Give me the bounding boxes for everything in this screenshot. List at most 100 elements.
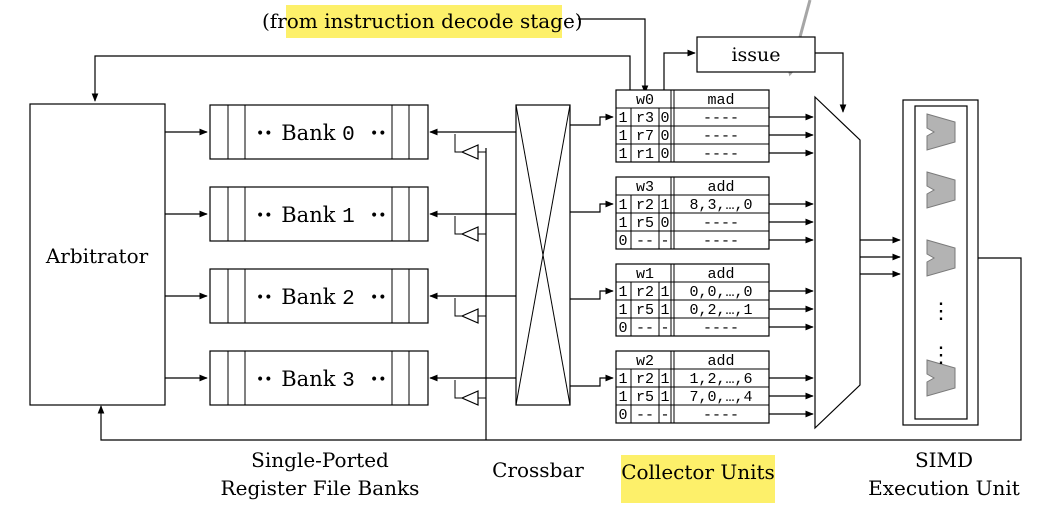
collector-caption-highlight xyxy=(621,455,775,503)
operand-register: -- xyxy=(636,233,654,250)
collector-opcode: add xyxy=(707,266,734,283)
operand-data: 0,2,…,1 xyxy=(689,302,752,319)
arbitrator-label: Arbitrator xyxy=(45,244,149,268)
simd-lane-alu xyxy=(926,239,956,277)
operand-register: -- xyxy=(636,407,654,424)
operand-register: r2 xyxy=(636,197,654,214)
operand-ready-bit: 1 xyxy=(660,302,669,319)
operand-ready-bit: 0 xyxy=(660,128,669,145)
operand-register: r5 xyxy=(636,389,654,406)
bank-dots-left: •• xyxy=(256,290,273,306)
operand-ready-bit: 0 xyxy=(660,110,669,127)
simd-caption-line1: SIMD xyxy=(915,448,973,472)
register-banks: ••••Bank 0••••Bank 1••••Bank 2••••Bank 3 xyxy=(165,104,516,406)
operand-register: r5 xyxy=(636,302,654,319)
operand-valid-bit: 0 xyxy=(618,407,627,424)
write-buffer-triangle xyxy=(460,226,479,242)
bank-label: Bank 2 xyxy=(281,285,355,311)
operand-data: ---- xyxy=(703,320,739,337)
operand-mux xyxy=(814,95,861,430)
bank-label-prefix: Bank xyxy=(281,367,335,391)
operand-data: 8,3,…,0 xyxy=(689,197,752,214)
crossbar-to-collector-arrow xyxy=(570,287,614,300)
bank-label-space xyxy=(335,121,342,145)
collector-caption: Collector Units xyxy=(621,460,775,484)
decode-to-w0-arrow xyxy=(578,18,649,94)
bank-dots-right: •• xyxy=(370,126,387,142)
buffer-to-bank-line xyxy=(454,134,462,153)
collector-opcode: add xyxy=(707,353,734,370)
operand-register: r7 xyxy=(636,128,654,145)
operand-valid-bit: 1 xyxy=(618,371,627,388)
operand-valid-bit: 1 xyxy=(618,146,627,163)
operand-ready-bit: 1 xyxy=(660,371,669,388)
crossbar-to-collector-arrow xyxy=(570,200,614,213)
bank-dots-left: •• xyxy=(256,372,273,388)
w0-to-issue-arrow xyxy=(663,49,696,93)
operand-ready-bit: 1 xyxy=(660,284,669,301)
buffer-to-bank-line xyxy=(454,380,462,399)
write-buffer-triangle xyxy=(460,390,479,406)
operand-ready-bit: 0 xyxy=(660,215,669,232)
collector-warp-id: w2 xyxy=(636,353,654,370)
crossbar-caption: Crossbar xyxy=(492,458,584,482)
operand-data: ---- xyxy=(703,407,739,424)
operand-register: r3 xyxy=(636,110,654,127)
operand-ready-bit: 1 xyxy=(660,197,669,214)
operand-valid-bit: 0 xyxy=(618,320,627,337)
bank-label-num: 1 xyxy=(342,206,355,229)
write-buffer-triangle xyxy=(460,144,479,160)
bank-label-prefix: Bank xyxy=(281,121,335,145)
top-source-label: (from instruction decode stage) xyxy=(262,9,583,33)
operand-valid-bit: 1 xyxy=(618,215,627,232)
operand-ready-bit: - xyxy=(660,233,669,250)
bank-dots-right: •• xyxy=(370,290,387,306)
operand-register: -- xyxy=(636,320,654,337)
bank-label: Bank 3 xyxy=(281,367,355,393)
operand-data: 0,0,…,0 xyxy=(689,284,752,301)
operand-ready-bit: 1 xyxy=(660,389,669,406)
feedback-top-arrow xyxy=(91,55,631,102)
write-buffer-triangle xyxy=(460,308,479,324)
issue-to-mux-arrow xyxy=(815,52,847,113)
collector-warp-id: w0 xyxy=(636,92,654,109)
operand-register: r5 xyxy=(636,215,654,232)
buffer-to-bank-line xyxy=(454,216,462,235)
simd-lanes xyxy=(926,113,956,397)
bank-label-num: 2 xyxy=(342,288,355,311)
buffer-to-bank-line xyxy=(454,298,462,317)
operand-valid-bit: 1 xyxy=(618,389,627,406)
simd-lane-alu xyxy=(926,359,956,397)
operand-data: 1,2,…,6 xyxy=(689,371,752,388)
operand-valid-bit: 1 xyxy=(618,302,627,319)
operand-ready-bit: 0 xyxy=(660,146,669,163)
bank-label-prefix: Bank xyxy=(281,203,335,227)
operand-valid-bit: 1 xyxy=(618,284,627,301)
simd-lane-alu xyxy=(926,113,956,151)
operand-data: ---- xyxy=(703,233,739,250)
simd-caption-line2: Execution Unit xyxy=(868,476,1020,500)
crossbar-to-collector-arrow xyxy=(570,374,614,387)
bank-label: Bank 0 xyxy=(281,121,355,147)
issue-label: issue xyxy=(731,44,780,66)
operand-register: r2 xyxy=(636,371,654,388)
bank-label: Bank 1 xyxy=(281,203,355,229)
operand-ready-bit: - xyxy=(660,407,669,424)
operand-valid-bit: 0 xyxy=(618,233,627,250)
issue-box xyxy=(696,36,816,73)
arbitrator-box xyxy=(29,103,166,406)
collector-opcode: add xyxy=(707,179,734,196)
mux-output-arrows xyxy=(860,236,901,278)
operand-data: 7,0,…,4 xyxy=(689,389,752,406)
simd-lane-alu xyxy=(926,171,956,209)
bank-label-space xyxy=(335,285,342,309)
simd-vdots-a: ⋮ xyxy=(930,299,952,324)
simd-vdots-b: ⋮ xyxy=(930,343,952,368)
operand-register: r1 xyxy=(636,146,654,163)
operand-valid-bit: 1 xyxy=(618,110,627,127)
collector-warp-id: w1 xyxy=(636,266,654,283)
operand-data: ---- xyxy=(703,215,739,232)
operand-ready-bit: - xyxy=(660,320,669,337)
crossbar-to-collector-arrow xyxy=(570,113,614,126)
